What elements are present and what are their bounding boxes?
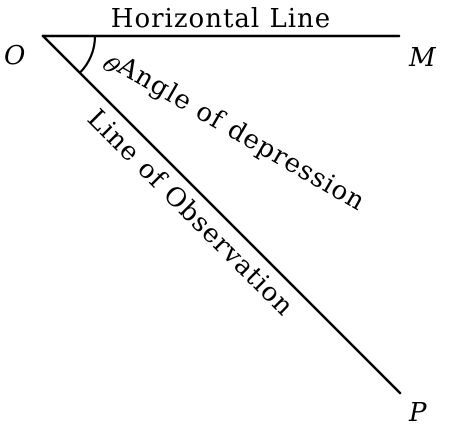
horizontal-line-label: Horizontal Line [111, 4, 331, 34]
line-of-observation [41, 34, 402, 395]
point-p-label: P [408, 398, 427, 428]
angle-arc [79, 35, 97, 74]
point-o-label: O [4, 41, 25, 71]
point-m-label: M [408, 43, 437, 73]
